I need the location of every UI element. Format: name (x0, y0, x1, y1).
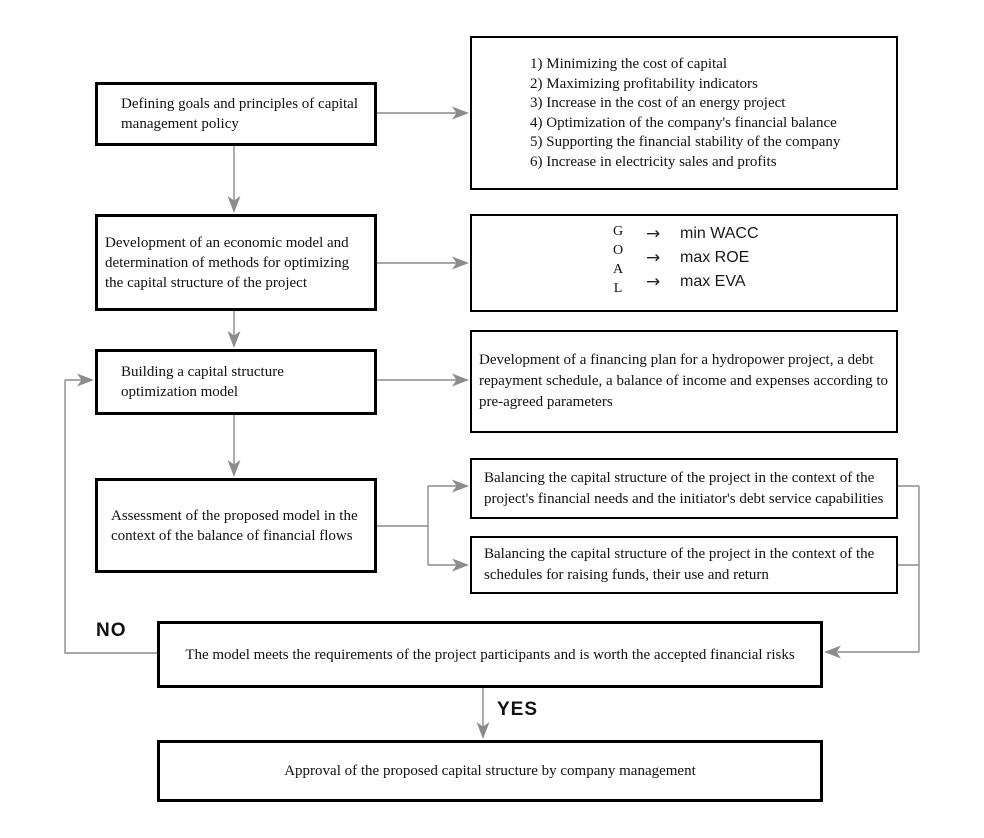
box-balancing-schedules: Balancing the capital structure of the p… (470, 536, 898, 594)
box-assessment: Assessment of the proposed model in the … (95, 478, 377, 573)
goals-list-item-5: 5) Supporting the financial stability of… (530, 134, 841, 150)
box-decision: The model meets the requirements of the … (157, 621, 823, 688)
goal-letter-o: O (612, 243, 624, 258)
goals-list-item-6: 6) Increase in electricity sales and pro… (530, 153, 777, 170)
goal-row-roe: → max ROE (646, 247, 759, 268)
goal-letter-l: L (613, 281, 623, 296)
box-decision-text: The model meets the requirements of the … (185, 646, 795, 663)
box-economic-model: Development of an economic model and det… (95, 214, 377, 311)
box-assessment-text: Assessment of the proposed model in the … (111, 507, 358, 544)
box-building-model: Building a capital structure optimizatio… (95, 349, 377, 415)
no-label: NO (96, 620, 127, 641)
goal-target-max-eva: max EVA (680, 272, 746, 290)
right-arrow-icon: → (646, 271, 661, 292)
box-balancing-schedules-text: Balancing the capital structure of the p… (484, 546, 875, 583)
box-approval-text: Approval of the proposed capital structu… (284, 763, 696, 779)
box-balancing-needs: Balancing the capital structure of the p… (470, 458, 898, 519)
box-defining-goals: Defining goals and principles of capital… (95, 82, 377, 146)
box-defining-goals-text: Defining goals and principles of capital… (121, 96, 359, 132)
box-economic-model-text: Development of an economic model and det… (105, 234, 350, 291)
goal-vertical-letters: G O A L (610, 222, 626, 298)
yes-label: YES (497, 699, 539, 720)
goals-list-item-3: 3) Increase in the cost of an energy pro… (530, 95, 786, 111)
box-financing-plan: Development of a financing plan for a hy… (470, 330, 898, 433)
box-approval: Approval of the proposed capital structu… (157, 740, 823, 802)
goal-target-max-roe: max ROE (680, 248, 750, 266)
right-arrow-icon: → (646, 223, 661, 244)
box-goal (470, 214, 898, 312)
goals-list-item-2: 2) Maximizing profitability indicators (530, 75, 758, 92)
right-arrow-icon: → (646, 247, 661, 268)
box-building-model-text: Building a capital structure optimizatio… (121, 364, 284, 400)
goal-row-eva: → max EVA (646, 271, 759, 292)
goal-target-min-wacc: min WACC (680, 224, 759, 242)
box-financing-plan-text: Development of a financing plan for a hy… (479, 352, 888, 410)
goal-letter-a: A (612, 262, 624, 277)
box-goals-list: 1) Minimizing the cost of capital 2) Max… (470, 36, 898, 190)
goal-letter-g: G (612, 224, 624, 239)
goal-rows: → min WACC → max ROE → max EVA (646, 223, 759, 292)
goals-list-item-4: 4) Optimization of the company's financi… (530, 114, 837, 131)
box-balancing-needs-text: Balancing the capital structure of the p… (484, 469, 884, 507)
goal-row-wacc: → min WACC (646, 223, 759, 244)
goals-list-item-1: 1) Minimizing the cost of capital (530, 56, 728, 72)
